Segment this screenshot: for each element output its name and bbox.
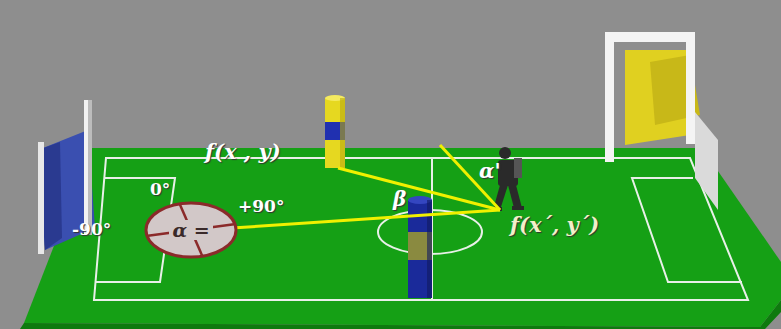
point-label: f(x´, y´) xyxy=(510,213,599,236)
point-label: f(x , y) xyxy=(205,140,281,163)
angle-mark: -90° xyxy=(72,220,111,239)
angle-mark: 0° xyxy=(150,180,170,199)
angle-mark: +90° xyxy=(238,197,284,216)
dial-text: α = xyxy=(169,220,212,241)
angle-label: β xyxy=(393,188,406,210)
angle-dial: α = xyxy=(144,201,238,259)
angle-label: α' xyxy=(479,160,501,182)
